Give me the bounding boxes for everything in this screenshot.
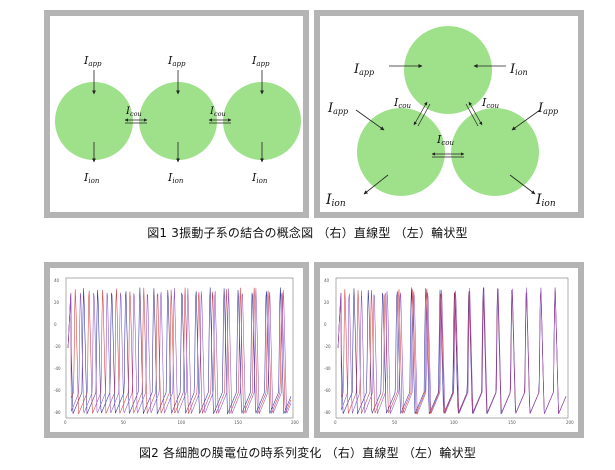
x-tick-label: 100 bbox=[450, 420, 458, 425]
figure1-caption: 図1 3振動子系の結合の概念図 （右）直線型 （左）輪状型 bbox=[147, 226, 468, 240]
label-iapp-right: Iapp bbox=[537, 101, 558, 116]
x-tick-label: 0 bbox=[64, 420, 67, 425]
y-tick-label: -20 bbox=[324, 344, 331, 349]
cell-top bbox=[404, 26, 492, 114]
y-tick-label: -60 bbox=[324, 388, 331, 393]
label-iapp-2: Iapp bbox=[167, 54, 186, 68]
label-icou-right: Icou bbox=[481, 96, 499, 110]
label-iion-top: Iion bbox=[509, 62, 528, 77]
potential-trace-3 bbox=[67, 287, 292, 414]
y-tick-label: -20 bbox=[54, 344, 61, 349]
x-tick-label: 100 bbox=[178, 420, 186, 425]
x-tick-label: 150 bbox=[234, 420, 242, 425]
potential-trace-2 bbox=[337, 287, 567, 415]
label-iapp-1: Iapp bbox=[83, 54, 102, 68]
label-icou-left: Icou bbox=[393, 96, 411, 110]
x-tick-label: 0 bbox=[334, 420, 337, 425]
label-icou-bottom: Icou bbox=[436, 133, 454, 147]
potential-trace-1 bbox=[67, 287, 292, 415]
y-tick-label: 40 bbox=[54, 278, 60, 283]
x-tick-label: 50 bbox=[392, 420, 398, 425]
y-tick-label: -80 bbox=[324, 410, 331, 415]
label-iion-left: Iion bbox=[325, 192, 346, 209]
x-tick-label: 200 bbox=[566, 420, 574, 425]
cell-bottom-left bbox=[357, 108, 445, 196]
potential-trace-3 bbox=[337, 287, 567, 415]
label-icou-1: Icou bbox=[125, 106, 142, 118]
cell-3 bbox=[223, 82, 301, 160]
figure1-left-panel: Iapp Iapp Iapp Icou Icou Iion Iion Iion bbox=[44, 10, 309, 218]
x-tick-label: 200 bbox=[291, 420, 299, 425]
label-iapp-3: Iapp bbox=[251, 54, 270, 68]
cell-1 bbox=[55, 82, 133, 160]
y-tick-label: 40 bbox=[324, 278, 330, 283]
x-tick-label: 150 bbox=[508, 420, 516, 425]
potential-trace-2 bbox=[67, 287, 292, 415]
label-iion-right: Iion bbox=[535, 192, 556, 209]
plot-frame bbox=[335, 277, 569, 419]
cell-bottom-right bbox=[451, 108, 539, 196]
y-tick-label: 20 bbox=[324, 300, 330, 305]
label-icou-2: Icou bbox=[209, 106, 226, 118]
y-tick-label: -40 bbox=[324, 366, 331, 371]
y-tick-label: -80 bbox=[54, 410, 61, 415]
x-tick-label: 50 bbox=[121, 420, 127, 425]
label-iapp-top: Iapp bbox=[353, 62, 374, 77]
y-tick-label: 0 bbox=[54, 322, 57, 327]
ring-coupling-diagram: Iapp Iion Iapp Icou Icou Iapp Icou Iion … bbox=[325, 26, 558, 209]
label-iion-2: Iion bbox=[167, 171, 184, 185]
label-iapp-left: Iapp bbox=[327, 101, 348, 116]
y-tick-label: 0 bbox=[324, 322, 327, 327]
label-iion-3: Iion bbox=[251, 171, 268, 185]
y-tick-label: -40 bbox=[54, 366, 61, 371]
figure1-right-panel: Iapp Iion Iapp Icou Icou Iapp Icou Iion … bbox=[314, 10, 584, 218]
label-iion-1: Iion bbox=[83, 171, 100, 185]
linear-coupling-diagram: Iapp Iapp Iapp Icou Icou Iion Iion Iion bbox=[55, 54, 301, 185]
y-tick-label: -60 bbox=[54, 388, 61, 393]
figure2-caption: 図2 各細胞の膜電位の時系列変化 （右）直線型 （左）輪状型 bbox=[138, 446, 477, 460]
cell-2 bbox=[139, 82, 217, 160]
y-tick-label: 20 bbox=[54, 300, 60, 305]
plot-frame bbox=[65, 277, 294, 419]
